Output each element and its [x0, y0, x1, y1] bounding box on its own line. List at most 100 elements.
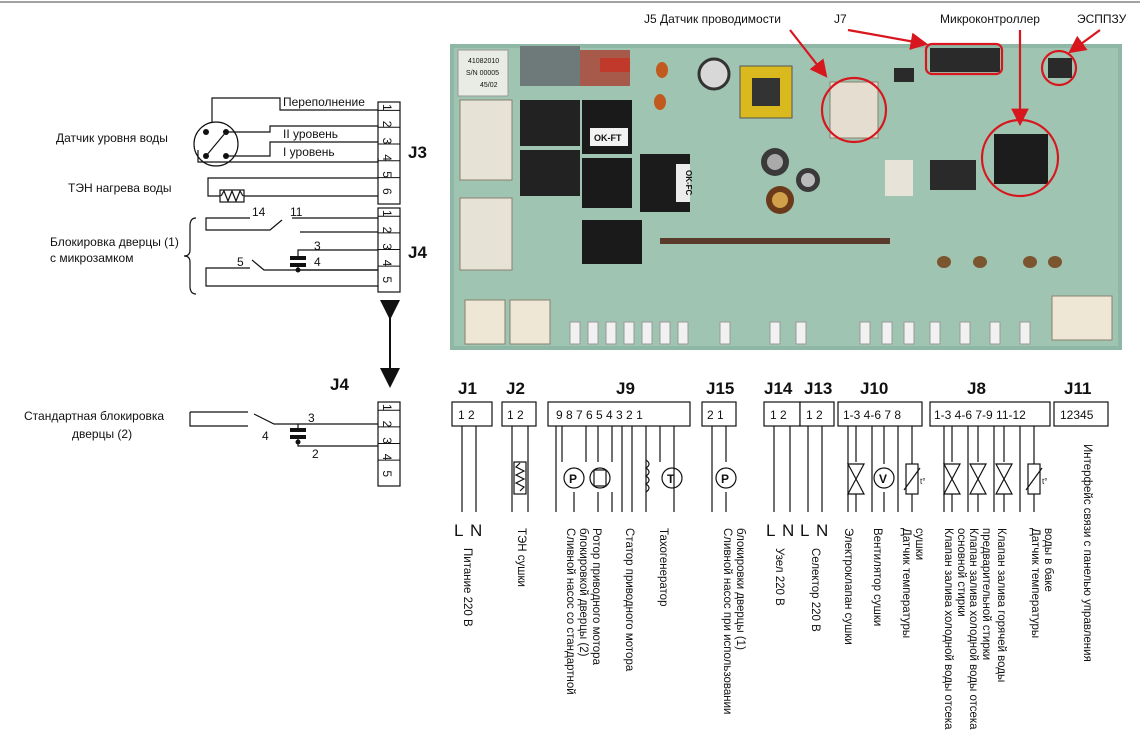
- callout-mcu-circle: [980, 118, 1060, 198]
- dry-fan-symbol: [873, 467, 895, 489]
- callout-j5-label: J5 Датчик проводимости: [644, 12, 781, 26]
- relay-label: OK-FC: [684, 170, 693, 196]
- water-level-sensor-label: Датчик уровня воды: [56, 131, 168, 145]
- connector-j15-name: J15: [706, 379, 734, 398]
- relay-label: OK-FT: [594, 133, 622, 143]
- j3-label: J3: [408, 143, 427, 162]
- sticker-text-1: 41082010: [468, 58, 499, 65]
- j4b-pin-1: 1: [380, 404, 394, 411]
- j3-pin-4: 4: [380, 154, 394, 161]
- label-drain-pump-lock-1: Сливной насос при использовании: [721, 528, 733, 714]
- label-dry-temp-1: Датчик температуры: [900, 528, 912, 638]
- connector-j13-pins: 1 2: [806, 408, 823, 422]
- contact-3-label: 3: [314, 239, 321, 253]
- j4-pin-1: 1: [380, 210, 394, 217]
- connector-j8-box: [929, 401, 1051, 427]
- label-dry-valve: Электроклапан сушки: [842, 528, 854, 645]
- connector-j10-box: [837, 401, 923, 427]
- connector-j15-box: [701, 401, 737, 427]
- tank-temp-symbol: [1027, 463, 1041, 495]
- bracket: [183, 217, 197, 295]
- j14-l: L: [766, 521, 775, 540]
- connector-j14-pins: 1 2: [770, 408, 787, 422]
- j4b-pin-3: 3: [380, 437, 394, 444]
- label-selector: Селектор 220 В: [809, 548, 821, 632]
- j3-pin-3: 3: [380, 138, 394, 145]
- water-level-sensor-symbol: [193, 121, 239, 167]
- relay: [520, 150, 580, 196]
- overflow-label: Переполнение: [283, 95, 365, 109]
- label-drain-pump-lock-2: блокировки дверцы (1): [734, 528, 746, 650]
- tachogenerator-symbol: [661, 467, 683, 489]
- label-dry-temp-2: сушки: [913, 528, 925, 560]
- label-valve-main-2: основной стирки: [955, 528, 967, 617]
- stator-winding: [644, 459, 650, 493]
- callout-eeprom-circle: [1040, 49, 1078, 87]
- connector-j11-name: J11: [1064, 379, 1091, 398]
- valve-pre-symbol: [969, 463, 987, 495]
- j13-l: L: [800, 521, 809, 540]
- j4-pin-2: 2: [380, 227, 394, 234]
- label-dry-fan: Вентилятор сушки: [871, 528, 883, 626]
- connector-j2-pins: 1 2: [507, 408, 524, 422]
- label-tacho: Тахогенератор: [657, 528, 669, 606]
- connector-j9-pins: 9 8 7 6 5 4 3 2 1: [556, 408, 643, 422]
- connector-j11-box: [1053, 401, 1109, 427]
- label-rotor: Ротор приводного мотора: [590, 528, 602, 666]
- j4-section: 12345 J4 Блокировка дверцы (1) с микроза…: [50, 205, 427, 295]
- label-tank-temp-2: воды в баке: [1042, 528, 1054, 592]
- label-dry-heater: ТЭН сушки: [515, 528, 527, 587]
- callout-j7-label: J7: [834, 12, 847, 26]
- j4-pin-4: 4: [380, 260, 394, 267]
- connector-j13-name: J13: [804, 379, 832, 398]
- callout-j7-arrow: [847, 28, 929, 50]
- label-drain-pump-std-2: блокировкой дверцы (2): [577, 528, 589, 657]
- connector-j9-name: J9: [616, 379, 635, 398]
- valve-hot-symbol: [995, 463, 1013, 495]
- label-tank-temp-1: Датчик температуры: [1029, 528, 1041, 638]
- drain-pump2-symbol: [715, 467, 737, 489]
- drain-pump-p: P: [569, 472, 577, 486]
- callouts: J5 Датчик проводимости J7 Микроконтролле…: [644, 12, 1127, 198]
- j4-pin-3: 3: [380, 243, 394, 250]
- callout-eeprom-label: ЭСППЗУ: [1077, 12, 1127, 26]
- label-power: Питание 220 В: [461, 548, 473, 627]
- relay: [582, 158, 632, 208]
- j4b-pin-2: 2: [380, 421, 394, 428]
- pcb-photo: 41082010 S/N 00005 45/02 OK-FT OK-FC: [450, 44, 1122, 350]
- callout-mcu-label: Микроконтроллер: [940, 12, 1040, 26]
- connector-j10-name: J10: [860, 379, 888, 398]
- contact2-3-label: 3: [308, 411, 315, 425]
- sticker-text-3: 45/02: [480, 82, 498, 89]
- j14-n: N: [782, 521, 794, 540]
- j4b-section: J4 12345 Стандартная блокировка дверцы (…: [24, 375, 401, 487]
- connector-j1-name: J1: [458, 379, 477, 398]
- connector-j2-name: J2: [506, 379, 525, 398]
- microcontroller-chip: [994, 134, 1048, 184]
- callout-eeprom-arrow: [1068, 29, 1101, 54]
- j3-pin-5: 5: [380, 171, 394, 178]
- dry-temp-symbol: [905, 463, 919, 495]
- label-interface: Интерфейс связи с панелью управления: [1081, 444, 1093, 662]
- door-lock2-label-1: Стандартная блокировка: [24, 409, 164, 423]
- j4-pin-5: 5: [380, 276, 394, 283]
- door-lock1-label-1: Блокировка дверцы (1): [50, 235, 179, 249]
- rotor-symbol: [589, 467, 611, 489]
- tank-temp-t: t°: [1042, 477, 1047, 486]
- j13-n: N: [816, 521, 828, 540]
- label-valve-pre-2: предварительной стирки: [980, 528, 992, 660]
- level1-label: I уровень: [283, 145, 335, 159]
- contact2-2-label: 2: [312, 447, 319, 461]
- j3-pin-6: 6: [380, 188, 394, 195]
- callout-j7-circle: [924, 42, 1004, 76]
- drain-pump2-p: P: [721, 472, 729, 486]
- door-lock2-label-2: дверцы (2): [72, 427, 132, 441]
- j4b-label: J4: [330, 375, 349, 394]
- valve-main-symbol: [943, 463, 961, 495]
- drain-pump-symbol: [563, 467, 585, 489]
- dry-fan-v: V: [879, 472, 887, 486]
- label-valve-hot: Клапан залива горячей воды: [995, 528, 1007, 682]
- connector-j1-pins: 1 2: [458, 408, 475, 422]
- contact-11-label: 11: [290, 205, 303, 219]
- dry-temp-t: t°: [920, 477, 925, 486]
